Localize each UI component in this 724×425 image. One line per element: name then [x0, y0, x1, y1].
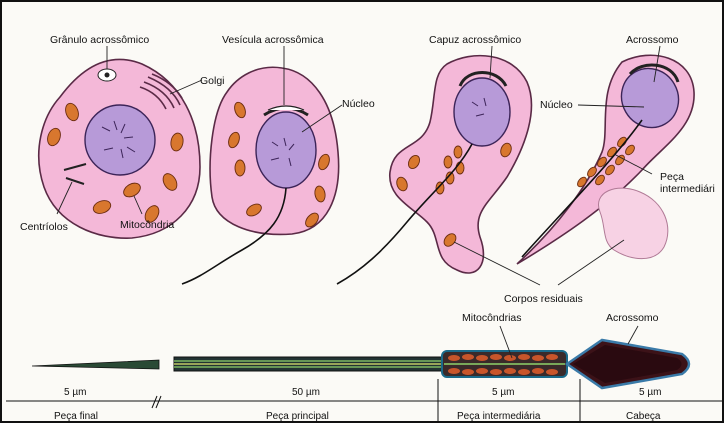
cell-1-nucleus	[85, 105, 155, 175]
segment-peca-final: Peça final	[54, 411, 98, 422]
cell-3-nucleus	[454, 78, 510, 146]
label-nucleo-2: Núcleo	[540, 99, 573, 111]
scale-5um-1: 5 µm	[64, 387, 86, 398]
label-nucleo-1: Núcleo	[342, 98, 375, 110]
label-centriolos: Centríolos	[20, 221, 68, 233]
scale-5um-3: 5 µm	[639, 387, 661, 398]
label-acrossomo-bottom: Acrossomo	[606, 312, 659, 324]
segment-cabeca: Cabeça	[626, 411, 661, 422]
label-peca-int-1: Peça	[660, 171, 684, 183]
mature-sperm	[32, 326, 689, 388]
label-peca-int-2: intermediári	[660, 183, 715, 195]
label-vesicula: Vesícula acrossômica	[222, 34, 324, 46]
cell-2-nucleus	[256, 112, 316, 188]
label-golgi: Golgi	[200, 75, 225, 87]
label-mitocondria: Mitocôndria	[120, 219, 174, 231]
scale-5um-2: 5 µm	[492, 387, 514, 398]
cell-3-spermatid	[337, 46, 531, 284]
segment-peca-principal: Peça principal	[266, 411, 329, 422]
cell-1-spermatid	[39, 46, 202, 238]
residual-body-icon	[598, 188, 667, 259]
cell-4-spermatid	[517, 46, 694, 264]
label-mitocondrias: Mitocôndrias	[462, 312, 522, 324]
scale-50um: 50 µm	[292, 387, 320, 398]
label-acrossomo-top: Acrossomo	[626, 34, 679, 46]
label-granulo: Grânulo acrossômico	[50, 34, 149, 46]
label-capuz: Capuz acrossômico	[429, 34, 521, 46]
segment-peca-intermediaria: Peça intermediária	[457, 411, 541, 422]
end-piece-shape	[32, 360, 159, 369]
label-corpos: Corpos residuais	[504, 293, 583, 305]
